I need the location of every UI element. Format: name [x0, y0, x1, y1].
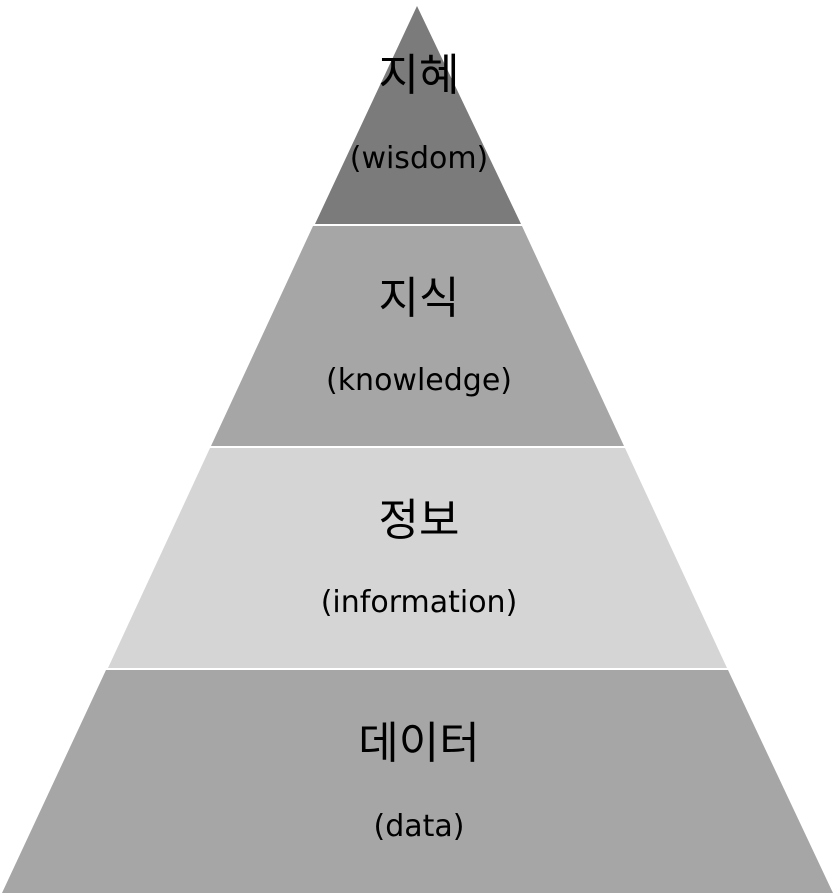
tier-knowledge-english-label: (knowledge)	[326, 363, 512, 398]
tier-data-korean-label: 데이터	[358, 718, 479, 769]
tier-wisdom: 지혜 (wisdom)	[315, 6, 521, 224]
tier-information-english-label: (information)	[321, 585, 518, 620]
tier-knowledge-shape	[211, 226, 624, 446]
tier-wisdom-korean-label: 지혜	[379, 50, 460, 101]
tier-wisdom-shape	[315, 6, 521, 224]
tier-information: 정보 (information)	[108, 448, 727, 668]
tier-data: 데이터 (data)	[2, 670, 833, 893]
tier-data-english-label: (data)	[374, 809, 465, 844]
tier-information-korean-label: 정보	[379, 495, 460, 546]
tier-wisdom-english-label: (wisdom)	[350, 141, 489, 176]
tier-information-shape	[108, 448, 727, 668]
tier-knowledge: 지식 (knowledge)	[211, 226, 624, 446]
tier-knowledge-korean-label: 지식	[379, 273, 460, 324]
tier-data-shape	[2, 670, 833, 893]
